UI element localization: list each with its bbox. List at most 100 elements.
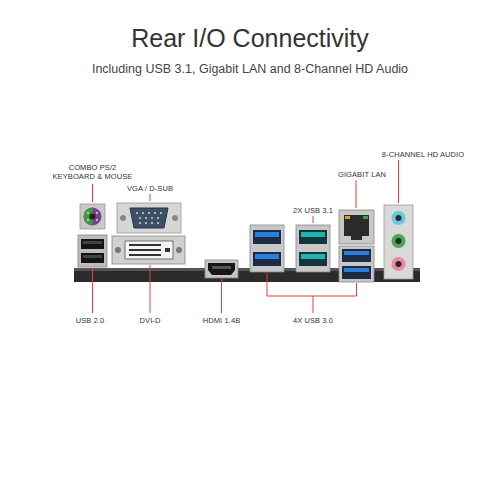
ps2-port: [80, 204, 105, 229]
usb3-port-part: [339, 246, 374, 282]
leader-line-part: [267, 273, 357, 296]
dvi-port-part-part: [129, 244, 161, 246]
hdmi-port-part: [205, 260, 238, 278]
dvi-port-part: [115, 247, 121, 253]
hdmi-port: [205, 260, 238, 278]
audio-jacks-part: [396, 238, 402, 244]
audio-jacks-part: [396, 261, 402, 267]
usb2-port-part: [83, 241, 102, 244]
vga-port-part: [172, 215, 178, 221]
lan-port: [339, 210, 374, 244]
usb3-port-part: [344, 251, 369, 255]
ps2-port-part: [96, 212, 98, 214]
lan-port-part: [363, 216, 368, 219]
vga-port-part-part: [157, 222, 159, 224]
vga-port-part: [130, 208, 168, 228]
ps2-port-part: [96, 219, 98, 221]
usb3-port-part: [342, 249, 371, 262]
leader-line-part: [92, 184, 93, 202]
vga-port-part-part: [151, 222, 153, 224]
port-label: 8-CHANNEL HD AUDIO: [382, 150, 464, 159]
hdmi-port-part: [208, 263, 235, 275]
port-label: HDMI 1.4B: [203, 316, 241, 325]
vga-port-part-part: [136, 212, 138, 214]
vga-port-part-part: [139, 217, 141, 219]
ps2-port-part: [80, 204, 105, 229]
page-title: Rear I/O Connectivity: [131, 24, 369, 53]
ps2-port-part: [90, 214, 96, 220]
port-label: 2X USB 3.1: [293, 206, 333, 215]
usb2-port: [78, 235, 107, 267]
usb3-port-part: [253, 230, 281, 244]
leader-line-part: [92, 268, 93, 313]
usb31-port-part: [296, 225, 330, 272]
dvi-port-part: [176, 247, 182, 253]
usb31-port-part: [301, 232, 325, 237]
leader-line-part: [150, 194, 151, 201]
lan-port-part: [344, 215, 369, 240]
dvi-port-part-part: [165, 248, 170, 252]
port-label: VGA / D-SUB: [127, 184, 173, 193]
vga-port-part-part: [148, 212, 150, 214]
usb31-port-part: [301, 254, 325, 259]
vga-port-part: [120, 215, 126, 221]
usb2-port-part: [83, 255, 102, 258]
dvi-port-part: [112, 236, 185, 264]
leader-line-part: [150, 265, 151, 313]
leader-line-part: [313, 296, 314, 313]
vga-port-part: [117, 203, 181, 233]
usb31-port: [296, 225, 330, 272]
port-label: 4X USB 3.0: [293, 316, 333, 325]
usb3-port-part: [255, 232, 279, 237]
vga-port-part-part: [145, 217, 147, 219]
dvi-port-part: [125, 241, 173, 259]
dvi-port-part-part: [129, 249, 161, 251]
usb2-port-part: [81, 253, 104, 263]
lan-port-part: [339, 210, 374, 244]
usb31-port-part: [299, 252, 327, 266]
leader-line-part: [398, 160, 399, 203]
vga-port-part-part: [145, 222, 147, 224]
dvi-port: [112, 236, 185, 264]
hdmi-port-part: [212, 266, 231, 269]
port-label: DVI-D: [140, 316, 161, 325]
audio-jacks-part: [384, 205, 413, 279]
vga-port-part-part: [157, 217, 159, 219]
ps2-port-part: [87, 219, 89, 221]
usb3-port-part: [253, 252, 281, 266]
audio-jacks: [384, 205, 413, 279]
vga-port: [117, 203, 181, 233]
page-subtitle: Including USB 3.1, Gigabit LAN and 8-Cha…: [92, 62, 408, 76]
ps2-port-part: [87, 212, 89, 214]
ps2-port-part: [84, 208, 102, 226]
usb3-port: [339, 246, 374, 282]
vga-port-part-part: [160, 212, 162, 214]
leader-line-part: [313, 216, 314, 223]
usb3-port-part: [344, 268, 369, 272]
audio-jacks-part: [392, 234, 406, 248]
leader-line: [93, 160, 399, 313]
usb2-port-part: [78, 235, 107, 267]
usb3-port-part: [250, 225, 284, 272]
dvi-port-part: [129, 244, 170, 256]
vga-port-part-part: [154, 212, 156, 214]
usb3-port-part: [255, 254, 279, 259]
usb31-port-part: [299, 230, 327, 244]
port-label: COMBO PS/2 KEYBOARD & MOUSE: [50, 163, 136, 181]
usb3-port: [250, 225, 284, 272]
audio-jacks-part: [396, 215, 402, 221]
port-label: USB 2.0: [76, 316, 105, 325]
vga-port-part-part: [151, 217, 153, 219]
leader-line-part: [221, 279, 222, 313]
vga-port-part: [136, 212, 162, 224]
lan-port-part: [345, 216, 350, 219]
dvi-port-part-part: [129, 254, 161, 256]
io-shield-part: [74, 268, 420, 271]
usb2-port-part: [81, 239, 104, 249]
usb3-port-part: [342, 266, 371, 279]
vga-port-part-part: [139, 222, 141, 224]
audio-jacks-part: [392, 257, 406, 271]
vga-port-part-part: [142, 212, 144, 214]
audio-jacks-part: [392, 211, 406, 225]
